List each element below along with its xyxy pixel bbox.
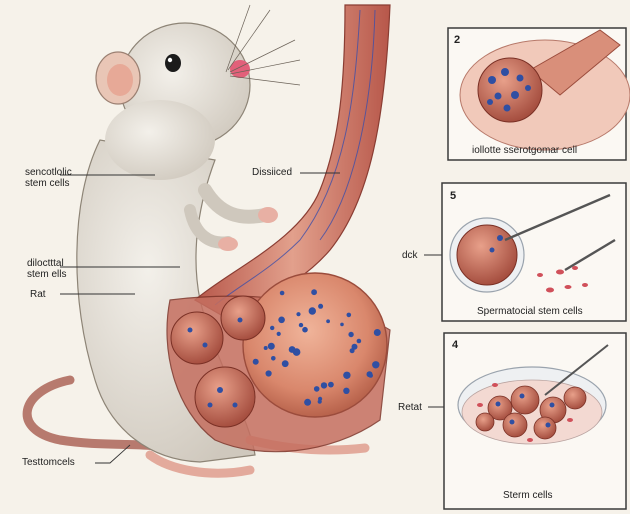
- cell-dot: [289, 346, 296, 353]
- small-testis-2: [221, 296, 265, 340]
- label-dck: dck: [402, 250, 418, 261]
- cell-dot: [253, 359, 259, 365]
- small-testis-3: [195, 367, 255, 427]
- cell-dot: [304, 399, 311, 406]
- cell-dot: [282, 360, 289, 367]
- cell-dot: [266, 370, 272, 376]
- cell-dot: [268, 343, 275, 350]
- label-sencollic-line1: sencotlolic: [25, 167, 72, 178]
- label-testtomcels: Testtomcels: [22, 457, 75, 468]
- small-testis-1: [171, 312, 223, 364]
- cell-dot: [372, 361, 379, 368]
- cell-dot: [270, 326, 274, 330]
- cell-dot: [326, 319, 330, 323]
- cell-dot: [302, 327, 308, 333]
- panel-4-number: 4: [452, 339, 458, 351]
- cell-dot: [309, 307, 316, 314]
- label-dioloctal-line2: stem ells: [27, 269, 66, 280]
- cell-dot: [280, 291, 285, 296]
- label-sencollic-stem-cells: sencotlolic stem cells: [25, 167, 72, 189]
- panel-5-illustration: [442, 183, 626, 321]
- cell-dot: [357, 339, 362, 344]
- panel-2-illustration: [448, 28, 630, 160]
- cell-dot: [299, 323, 303, 327]
- cell-dot: [277, 332, 281, 336]
- cell-dot: [278, 317, 285, 324]
- cell-dot: [374, 329, 381, 336]
- cell-dot: [328, 382, 334, 388]
- label-rat: Rat: [30, 289, 46, 300]
- cell-dot: [271, 356, 276, 361]
- cell-dot: [340, 323, 344, 327]
- cell-dot: [368, 373, 373, 378]
- cell-dot: [318, 304, 323, 309]
- cell-dot: [321, 382, 327, 388]
- cell-dot: [343, 372, 350, 379]
- label-sencollic-line2: stem cells: [25, 178, 72, 189]
- cell-dot: [352, 344, 358, 350]
- cell-dot: [347, 313, 352, 318]
- panel-5-caption: Spermatocial stem cells: [477, 306, 583, 317]
- cell-dot: [348, 332, 353, 337]
- panel-4-illustration: [444, 333, 626, 509]
- label-dioloctal-stem-ells: diloctttal stem ells: [27, 258, 66, 280]
- cell-dot: [296, 312, 300, 316]
- panel-2-caption: iollotte sserotgomar cell: [472, 145, 577, 156]
- label-dioloctal-line1: diloctttal: [27, 258, 66, 269]
- panel-5-number: 5: [450, 190, 456, 202]
- cell-dot: [311, 289, 317, 295]
- cell-dot: [264, 346, 268, 350]
- panel-2-number: 2: [454, 34, 460, 46]
- cell-dot: [343, 388, 349, 394]
- cell-dot: [314, 386, 320, 392]
- label-dissiced: Dissiiced: [252, 167, 292, 178]
- cell-dot: [318, 400, 322, 404]
- panel-4-caption: Sterm cells: [503, 490, 552, 501]
- label-retat: Retat: [398, 402, 422, 413]
